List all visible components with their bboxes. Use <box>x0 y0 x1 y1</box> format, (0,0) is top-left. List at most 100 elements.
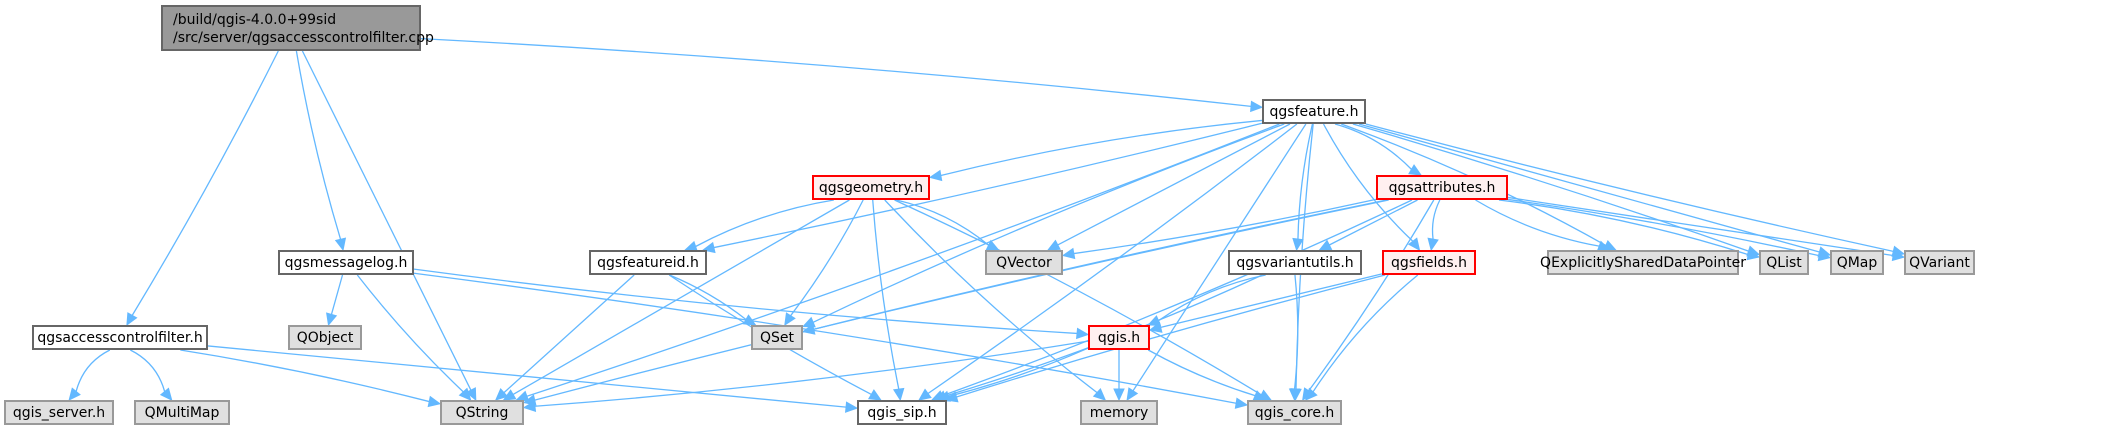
arrowhead-icon <box>1234 397 1249 409</box>
arrowhead-icon <box>1746 248 1761 261</box>
edge-qgsmessagelog-to-qgis <box>413 268 1078 335</box>
edge-qgsattributes-to-QMap <box>1507 198 1820 257</box>
node-label: memory <box>1089 404 1149 421</box>
node-label: QVector <box>996 254 1052 271</box>
node-qgis-core[interactable]: qgis_core.h <box>1247 400 1342 425</box>
arrowhead-icon <box>522 400 537 412</box>
arrowhead-icon <box>326 312 338 327</box>
arrowhead-icon <box>845 401 859 413</box>
edge-qgsfeature-to-memory <box>1132 123 1307 392</box>
edge-qgsattributes-to-QVariant <box>1507 196 1894 257</box>
node-qvariant[interactable]: QVariant <box>1904 250 1975 275</box>
node-label: QExplicitlySharedDataPointer <box>1540 254 1746 271</box>
node-label: QMap <box>1836 254 1878 271</box>
node-label: QMultiMap <box>144 404 220 421</box>
node-qgsgeometry[interactable]: qgsgeometry.h <box>812 175 930 200</box>
node-qstring[interactable]: QString <box>440 400 524 425</box>
edge-qgsmessagelog-to-QString <box>356 274 464 393</box>
arrowhead-icon <box>1092 387 1107 401</box>
edge-qgsattributes-to-QList <box>1498 199 1749 256</box>
edge-qgsfeature-to-qgsfeatureid <box>713 122 1263 249</box>
arrowhead-icon <box>784 312 796 327</box>
edge-qgsgeometry-to-QString <box>512 199 850 396</box>
node-qgis-sip[interactable]: qgis_sip.h <box>857 400 947 425</box>
edge-qgsattributes-to-qgsfields <box>1431 199 1441 240</box>
node-qlist[interactable]: QList <box>1759 250 1809 275</box>
node-memory[interactable]: memory <box>1080 400 1158 425</box>
edge-qgis-to-QString <box>534 340 1089 407</box>
node-qgis-server[interactable]: qgis_server.h <box>4 400 114 425</box>
node-label: QList <box>1766 254 1802 271</box>
edge-qgsfeature-to-qgsgeometry <box>940 119 1263 177</box>
node-label-line: /build/qgis-4.0.0+99sid <box>173 12 337 28</box>
arrowhead-icon <box>1126 387 1139 402</box>
edge-qgsfeature-to-QVariant <box>1365 123 1894 252</box>
arrowhead-icon <box>1817 249 1832 262</box>
arrowhead-icon <box>742 314 757 326</box>
edge-qgsgeometry-to-qgsfeatureid <box>695 199 834 248</box>
arrowhead-icon <box>918 388 932 401</box>
node-label: qgsfeatureid.h <box>597 254 699 271</box>
arrowhead-icon <box>126 312 138 327</box>
node-root[interactable]: /build/qgis-4.0.0+99sid/src/server/qgsac… <box>161 5 434 51</box>
edge-root-to-qgsfeature <box>420 37 1252 108</box>
node-qgsaccesscontrolfilter-h[interactable]: qgsaccesscontrolfilter.h <box>32 325 208 350</box>
arrowhead-icon <box>1891 249 1906 262</box>
arrowhead-icon <box>1113 388 1125 402</box>
node-qgsvariantutils[interactable]: qgsvariantutils.h <box>1228 250 1362 275</box>
edge-qgsfeatureid-to-QString <box>503 274 635 394</box>
node-label: QSet <box>759 329 794 346</box>
node-qgsattributes[interactable]: qgsattributes.h <box>1376 175 1508 200</box>
arrowhead-icon <box>1318 239 1333 251</box>
node-qgsfeatureid[interactable]: qgsfeatureid.h <box>589 250 707 275</box>
edge-qgsfeatureid-to-QSet <box>669 274 747 320</box>
edge-qgsattributes-to-QExplicitlySharedDataPointer <box>1475 199 1600 247</box>
node-qset[interactable]: QSet <box>751 325 803 350</box>
edge-qgsaccesscontrolfilter_h-to-qgis_server <box>75 349 111 392</box>
edge-qgsaccesscontrolfilter_h-to-QString <box>180 349 430 403</box>
edge-qgsattributes-to-qgsvariantutils <box>1329 199 1418 246</box>
edge-qgsattributes-to-QVector <box>1073 198 1377 255</box>
edge-qgsaccesscontrolfilter_h-to-qgis_sip <box>207 345 847 408</box>
node-label: QObject <box>296 329 354 346</box>
node-label: qgsgeometry.h <box>818 179 924 196</box>
arrowhead-icon <box>1148 321 1163 333</box>
node-label: QVariant <box>1909 254 1970 271</box>
edge-qgsfields-to-qgis_core <box>1312 274 1419 393</box>
node-qgis[interactable]: qgis.h <box>1088 325 1150 350</box>
node-label: qgsmessagelog.h <box>284 254 408 271</box>
node-label: qgsfeature.h <box>1269 103 1359 120</box>
arrowhead-icon <box>1304 387 1318 401</box>
edge-qgsgeometry-to-qgis_sip <box>872 199 900 390</box>
edge-qgsgeometry-to-QSet <box>790 199 864 317</box>
node-label: qgsaccesscontrolfilter.h <box>37 329 203 346</box>
edge-qgsgeometry-to-qgis_core <box>894 199 1262 396</box>
arrowhead-icon <box>334 237 347 252</box>
node-label: QString <box>455 404 509 421</box>
node-label: qgsfields.h <box>1391 254 1467 271</box>
edge-qgsvariantutils-to-qgis <box>1158 274 1266 322</box>
node-qgsmessagelog[interactable]: qgsmessagelog.h <box>278 250 414 275</box>
node-qvector[interactable]: QVector <box>985 250 1063 275</box>
edge-qgis-to-qgis_core <box>1147 349 1256 397</box>
node-label: qgis_core.h <box>1254 404 1335 421</box>
node-qgsfields[interactable]: qgsfields.h <box>1382 250 1476 275</box>
edge-qgsfeature-to-qgsvariantutils <box>1297 123 1314 240</box>
arrowhead-icon <box>68 387 81 401</box>
node-qobject[interactable]: QObject <box>288 325 362 350</box>
arrowhead-icon <box>1250 100 1264 113</box>
edge-qgsmessagelog-to-QObject <box>330 274 344 315</box>
node-qexplicitlyshareddatapointer[interactable]: QExplicitlySharedDataPointer <box>1540 250 1746 275</box>
edge-root-to-qgsaccesscontrolfilter_h <box>131 50 279 316</box>
node-qgsfeature[interactable]: qgsfeature.h <box>1262 99 1366 124</box>
node-label: qgsvariantutils.h <box>1236 254 1354 271</box>
arrowhead-icon <box>502 389 517 401</box>
arrowhead-icon <box>1407 237 1421 251</box>
arrowhead-icon <box>892 387 905 402</box>
node-qmap[interactable]: QMap <box>1830 250 1884 275</box>
edge-qgsgeometry-to-QVector <box>896 199 990 246</box>
node-qmultimap[interactable]: QMultiMap <box>134 400 230 425</box>
node-label: qgis.h <box>1097 329 1141 346</box>
